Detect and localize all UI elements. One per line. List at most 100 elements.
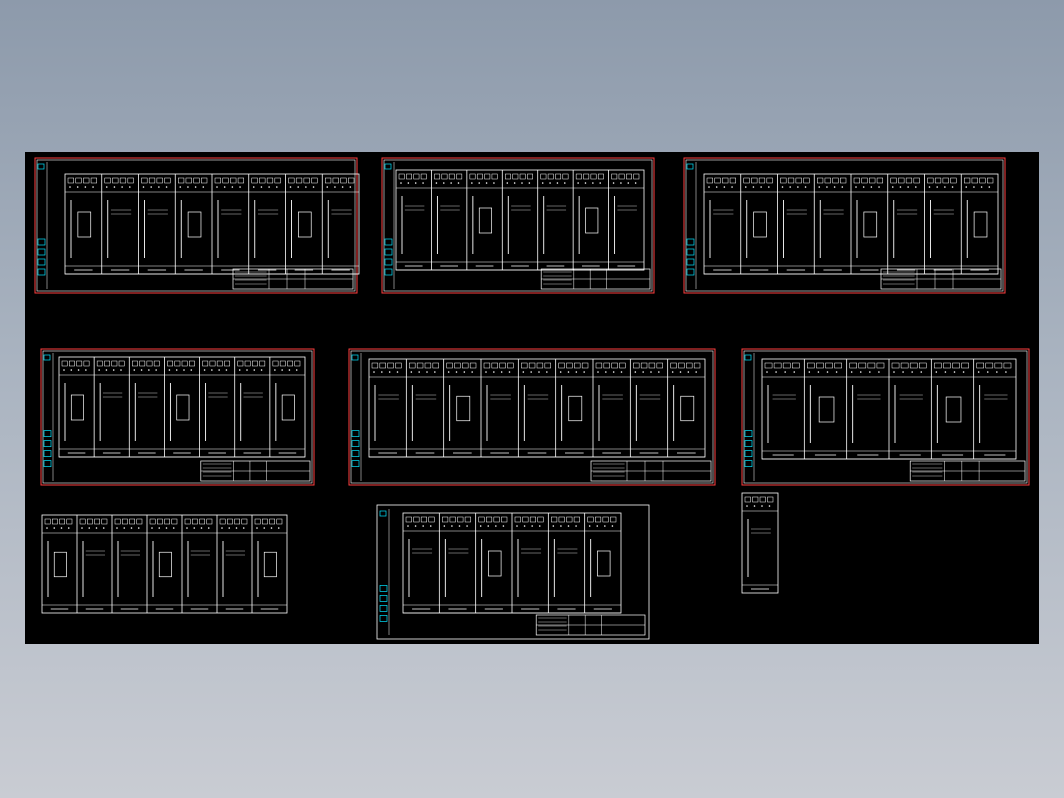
sheet-border bbox=[683, 157, 1006, 294]
sheet-inner-border bbox=[36, 159, 356, 292]
title-block bbox=[909, 460, 1026, 482]
cabinet bbox=[101, 174, 139, 274]
device-window bbox=[281, 394, 295, 421]
canvas-background bbox=[25, 152, 1039, 644]
cabinet bbox=[216, 515, 252, 613]
device-window bbox=[176, 394, 190, 421]
cabinet bbox=[501, 170, 538, 270]
sheet-5 bbox=[348, 348, 716, 486]
cabinet bbox=[405, 359, 444, 457]
device-window bbox=[478, 207, 493, 234]
cabinet bbox=[59, 360, 95, 454]
sheet-7 bbox=[41, 514, 288, 614]
panel-elevation bbox=[402, 512, 622, 614]
cabinet bbox=[608, 170, 644, 270]
margin-column bbox=[379, 509, 390, 635]
cabinet bbox=[846, 359, 889, 459]
device-window bbox=[158, 551, 172, 578]
sheet-border bbox=[381, 157, 655, 294]
cabinet bbox=[93, 357, 130, 457]
margin-column bbox=[351, 353, 362, 481]
cabinet bbox=[138, 174, 176, 274]
cabinet bbox=[248, 174, 286, 274]
cabinet bbox=[762, 362, 805, 456]
cabinet bbox=[740, 174, 778, 274]
cabinet bbox=[76, 515, 112, 613]
device-window bbox=[187, 211, 202, 238]
cabinet bbox=[888, 359, 932, 459]
cabinet bbox=[930, 359, 974, 459]
cabinet bbox=[480, 359, 519, 457]
sheet-border bbox=[376, 504, 650, 640]
sheet-6 bbox=[741, 348, 1030, 486]
sheet-border bbox=[40, 348, 315, 486]
cabinet bbox=[111, 515, 147, 613]
panel-elevation bbox=[395, 169, 645, 271]
cabinet bbox=[813, 174, 851, 274]
cabinet bbox=[850, 174, 888, 274]
device-window bbox=[70, 394, 84, 421]
cabinet bbox=[251, 515, 287, 613]
device-window bbox=[263, 551, 277, 578]
cabinet bbox=[887, 174, 925, 274]
cabinet bbox=[199, 357, 235, 457]
device-window bbox=[298, 211, 312, 238]
cad-canvas[interactable] bbox=[25, 152, 1039, 644]
title-block bbox=[232, 268, 354, 290]
cabinet bbox=[438, 513, 476, 613]
sheet-border bbox=[348, 348, 716, 486]
title-block bbox=[535, 614, 646, 636]
device-window bbox=[456, 395, 471, 422]
device-window bbox=[818, 396, 835, 423]
device-window bbox=[945, 396, 962, 423]
cabinet bbox=[128, 357, 165, 457]
panel-frame bbox=[741, 492, 779, 594]
cabinet bbox=[517, 359, 556, 457]
cad-drawing-viewport[interactable] bbox=[25, 152, 1039, 644]
margin-column bbox=[43, 353, 54, 481]
sheet-border bbox=[741, 348, 1030, 486]
cabinet bbox=[164, 357, 200, 457]
cabinet bbox=[511, 513, 549, 613]
device-window bbox=[597, 550, 611, 577]
cabinet bbox=[704, 177, 741, 271]
device-window bbox=[53, 551, 67, 578]
cabinet bbox=[592, 359, 631, 457]
cabinet bbox=[403, 516, 440, 610]
cabinet bbox=[742, 496, 778, 590]
title-block bbox=[200, 460, 311, 482]
panel-elevation bbox=[368, 358, 706, 458]
cabinet bbox=[234, 357, 270, 457]
device-window bbox=[753, 211, 767, 238]
cabinet bbox=[629, 359, 668, 457]
device-window bbox=[77, 211, 92, 238]
title-block bbox=[590, 460, 712, 482]
drawing-sheets bbox=[34, 157, 1030, 640]
cabinet bbox=[269, 357, 305, 457]
cabinet bbox=[285, 174, 323, 274]
sheet-inner-border bbox=[350, 350, 714, 484]
cabinet bbox=[777, 174, 815, 274]
sheet-border bbox=[34, 157, 358, 294]
panel-elevation bbox=[761, 358, 1017, 460]
title-block bbox=[880, 268, 1002, 290]
margin-column bbox=[37, 162, 48, 289]
sheet-2 bbox=[381, 157, 655, 294]
device-window bbox=[680, 395, 695, 422]
cabinet bbox=[667, 359, 705, 457]
sheet-8 bbox=[376, 504, 650, 640]
sheet-9 bbox=[741, 492, 779, 594]
cabinet bbox=[42, 518, 77, 610]
cabinet bbox=[174, 174, 212, 274]
cabinet bbox=[181, 515, 217, 613]
cabinet bbox=[960, 174, 998, 274]
device-window bbox=[568, 395, 583, 422]
device-window bbox=[488, 550, 502, 577]
cabinet bbox=[537, 170, 574, 270]
cabinet bbox=[973, 359, 1016, 459]
cabinet bbox=[584, 513, 621, 613]
panel-elevation bbox=[703, 173, 999, 275]
cabinet bbox=[65, 177, 102, 271]
cabinet bbox=[396, 173, 432, 267]
cabinet bbox=[555, 359, 593, 457]
